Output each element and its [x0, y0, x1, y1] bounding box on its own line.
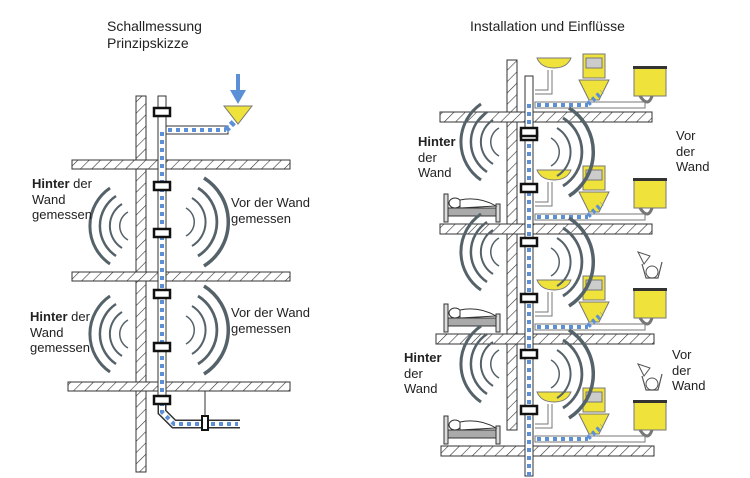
shower-head-icon — [637, 251, 651, 265]
toilet-icon — [578, 53, 610, 101]
left-label-front-1: Vor der Wand gemessen — [231, 195, 310, 226]
label-bold: Hinter — [418, 134, 456, 149]
label-bold: Hinter — [32, 176, 70, 191]
label-line2: der — [676, 143, 695, 159]
funnel-icon — [222, 105, 254, 125]
bed-icon — [443, 303, 501, 333]
pipe-clamp — [519, 126, 539, 138]
washbasin-icon — [536, 57, 572, 69]
right-label-behind-1: Hinter der Wand — [418, 134, 456, 181]
label-line2: gemessen — [231, 210, 291, 226]
right-floors — [443, 53, 668, 445]
label-line2: Wand — [30, 324, 64, 340]
label-line1: Vor der Wand — [231, 195, 311, 210]
label-line3: Wand — [672, 378, 706, 393]
washbasin-icon — [536, 279, 572, 291]
right-structure — [435, 59, 655, 477]
label-line3: Wand — [404, 381, 438, 396]
person-icon — [645, 377, 659, 391]
pipe-clamp — [519, 182, 539, 194]
label-line3: Wand — [676, 159, 710, 174]
label-line1: Vor der Wand — [231, 305, 311, 320]
left-wall — [135, 95, 147, 473]
left-floor-2 — [71, 271, 291, 282]
toilet-icon — [578, 165, 610, 213]
right-label-behind-2: Hinter der Wand — [404, 350, 442, 397]
left-title-line1: Schallmessung — [107, 18, 202, 34]
right-wall — [506, 59, 518, 431]
label-bold: Hinter — [404, 350, 442, 365]
cistern-icon — [632, 399, 668, 431]
label-bold: Hinter — [30, 309, 68, 324]
label-line1: Vor — [676, 128, 696, 143]
left-structure — [67, 74, 291, 473]
label-rest: der — [67, 309, 90, 324]
label-line2: der — [404, 365, 423, 381]
cistern-icon — [632, 177, 668, 209]
right-title: Installation und Einflüsse — [470, 18, 625, 34]
shower-head-icon — [637, 363, 651, 377]
label-line1: Vor — [672, 347, 692, 362]
right-label-front-1: Vor der Wand — [676, 128, 709, 175]
right-label-front-2: Vor der Wand — [672, 347, 705, 394]
left-label-behind-2: Hinter der Wand gemessen — [30, 309, 90, 356]
label-line2: der — [418, 149, 437, 165]
sound-wave-behind-1 — [88, 186, 130, 266]
person-icon — [645, 265, 659, 279]
left-floor-3 — [67, 381, 291, 392]
left-title: Schallmessung Prinzipskizze — [107, 18, 202, 52]
pipe-clamp — [519, 236, 539, 248]
label-line3: Wand — [418, 165, 452, 180]
left-floor-1 — [71, 159, 291, 170]
bed-icon — [443, 415, 501, 445]
cistern-icon — [632, 287, 668, 319]
toilet-icon — [578, 387, 610, 435]
label-line2: gemessen — [231, 320, 291, 336]
sound-wave-front-1 — [184, 176, 231, 268]
sound-wave-front-2 — [184, 284, 231, 376]
toilet-icon — [578, 275, 610, 323]
pipe-clamp — [519, 404, 539, 416]
label-line2: der — [672, 362, 691, 378]
bed-icon — [443, 193, 501, 223]
label-rest: der — [69, 176, 92, 191]
pipe-clamp — [519, 348, 539, 360]
arrow-down-icon — [230, 90, 246, 104]
left-label-behind-1: Hinter der Wand gemessen — [32, 176, 92, 223]
left-title-line2: Prinzipskizze — [107, 35, 189, 51]
label-line3: gemessen — [32, 207, 92, 222]
sound-wave-behind-2 — [88, 294, 130, 374]
washbasin-icon — [536, 169, 572, 181]
left-label-front-2: Vor der Wand gemessen — [231, 305, 310, 336]
label-line3: gemessen — [30, 340, 90, 355]
washbasin-icon — [536, 391, 572, 403]
pipe-clamp — [519, 292, 539, 304]
cistern-icon — [632, 65, 668, 97]
label-line2: Wand — [32, 191, 66, 207]
